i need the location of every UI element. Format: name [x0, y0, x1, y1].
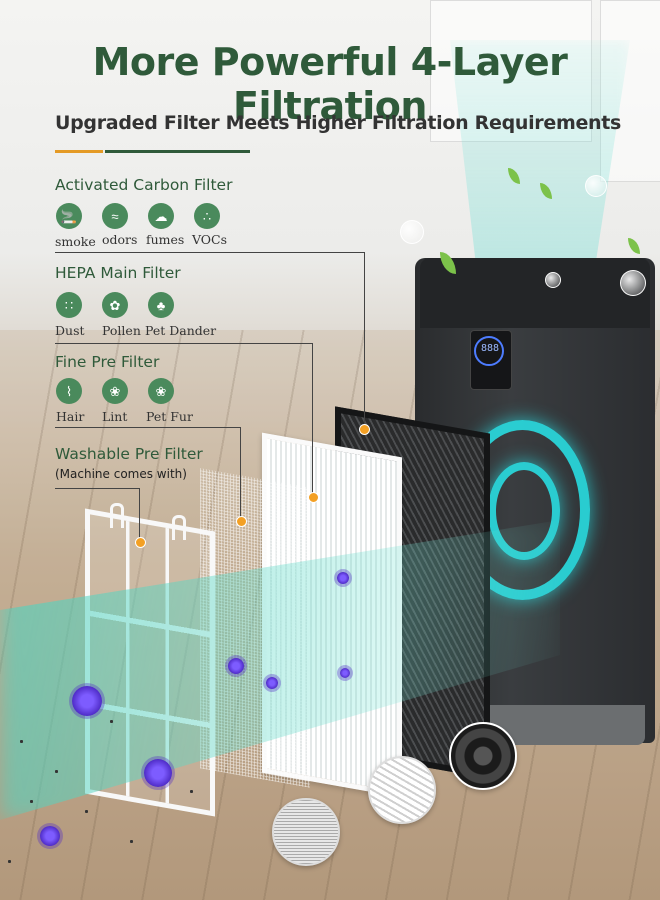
leader-line-fine	[55, 427, 241, 428]
carbon-item-label: odors	[102, 232, 138, 247]
hepa-detail-circle	[368, 756, 436, 824]
air-bubble	[400, 220, 424, 244]
carbon-detail-circle	[449, 722, 517, 790]
carbon-item-label: VOCs	[192, 232, 228, 247]
fine-item-label: Pet Fur	[146, 409, 193, 424]
debris	[30, 800, 33, 803]
page-title: More Powerful 4-Layer Filtration	[92, 40, 568, 128]
display-readout: 888	[480, 343, 500, 354]
dust-icon: ∷	[56, 292, 82, 318]
hepa-item-label: Pollen	[102, 323, 141, 338]
pet-fur-icon: ❀	[148, 378, 174, 404]
title-underline-accent	[55, 150, 103, 153]
carbon-item-label: smoke	[55, 234, 96, 249]
wall-panel	[430, 0, 592, 142]
debris	[110, 720, 113, 723]
washable-filter-note: (Machine comes with)	[55, 467, 187, 481]
marker-dot	[236, 516, 247, 527]
air-bubble	[620, 270, 646, 296]
hepa-filter-title: HEPA Main Filter	[55, 264, 181, 282]
mesh-detail-circle	[272, 798, 340, 866]
marker-dot	[135, 537, 146, 548]
cigarette-icon: 🚬	[56, 203, 82, 229]
germ-icon	[40, 826, 60, 846]
debris	[55, 770, 58, 773]
display-ring	[474, 336, 504, 366]
hepa-item-label: Dust	[55, 323, 85, 338]
germ-icon	[266, 677, 278, 689]
debris	[130, 840, 133, 843]
fumes-icon: ☁	[148, 203, 174, 229]
pet-dander-icon: ♣	[148, 292, 174, 318]
pollen-icon: ✿	[102, 292, 128, 318]
leader-line-washable	[55, 488, 140, 489]
fan-glow-inner	[488, 462, 560, 560]
leader-line-carbon	[55, 252, 365, 253]
title-underline	[105, 150, 250, 153]
leaf-icon	[508, 168, 520, 184]
leader-line-hepa	[55, 343, 313, 344]
odor-icon: ≈	[102, 203, 128, 229]
page-subtitle: Upgraded Filter Meets Higher Filtration …	[55, 112, 622, 134]
debris	[20, 740, 23, 743]
fine-pre-filter	[200, 468, 310, 788]
wall-panel	[600, 0, 660, 182]
germ-icon	[337, 572, 349, 584]
voc-icon: ∴	[194, 203, 220, 229]
debris	[85, 810, 88, 813]
fine-item-label: Hair	[56, 409, 85, 424]
marker-dot	[359, 424, 370, 435]
debris	[190, 790, 193, 793]
germ-icon	[340, 668, 350, 678]
leader-line-carbon	[364, 252, 365, 427]
hair-icon: ⌇	[56, 378, 82, 404]
filter-hook	[110, 503, 124, 528]
germ-icon	[144, 759, 172, 787]
marker-dot	[308, 492, 319, 503]
germ-icon	[228, 658, 244, 674]
lint-icon: ❀	[102, 378, 128, 404]
debris	[8, 860, 11, 863]
germ-icon	[72, 686, 102, 716]
carbon-item-label: fumes	[146, 232, 185, 247]
filter-hook	[172, 515, 186, 540]
air-bubble	[585, 175, 607, 197]
leader-line-washable	[139, 488, 140, 538]
purifier-control-panel	[420, 258, 650, 328]
leader-line-hepa	[312, 343, 313, 493]
fine-filter-title: Fine Pre Filter	[55, 353, 160, 371]
carbon-filter-title: Activated Carbon Filter	[55, 176, 233, 194]
fine-item-label: Lint	[102, 409, 128, 424]
leader-line-fine	[240, 427, 241, 517]
leaf-icon	[540, 183, 552, 199]
air-bubble	[545, 272, 561, 288]
washable-filter-title: Washable Pre Filter	[55, 445, 203, 463]
hepa-item-label: Pet Dander	[145, 323, 217, 338]
leaf-icon	[628, 238, 640, 254]
